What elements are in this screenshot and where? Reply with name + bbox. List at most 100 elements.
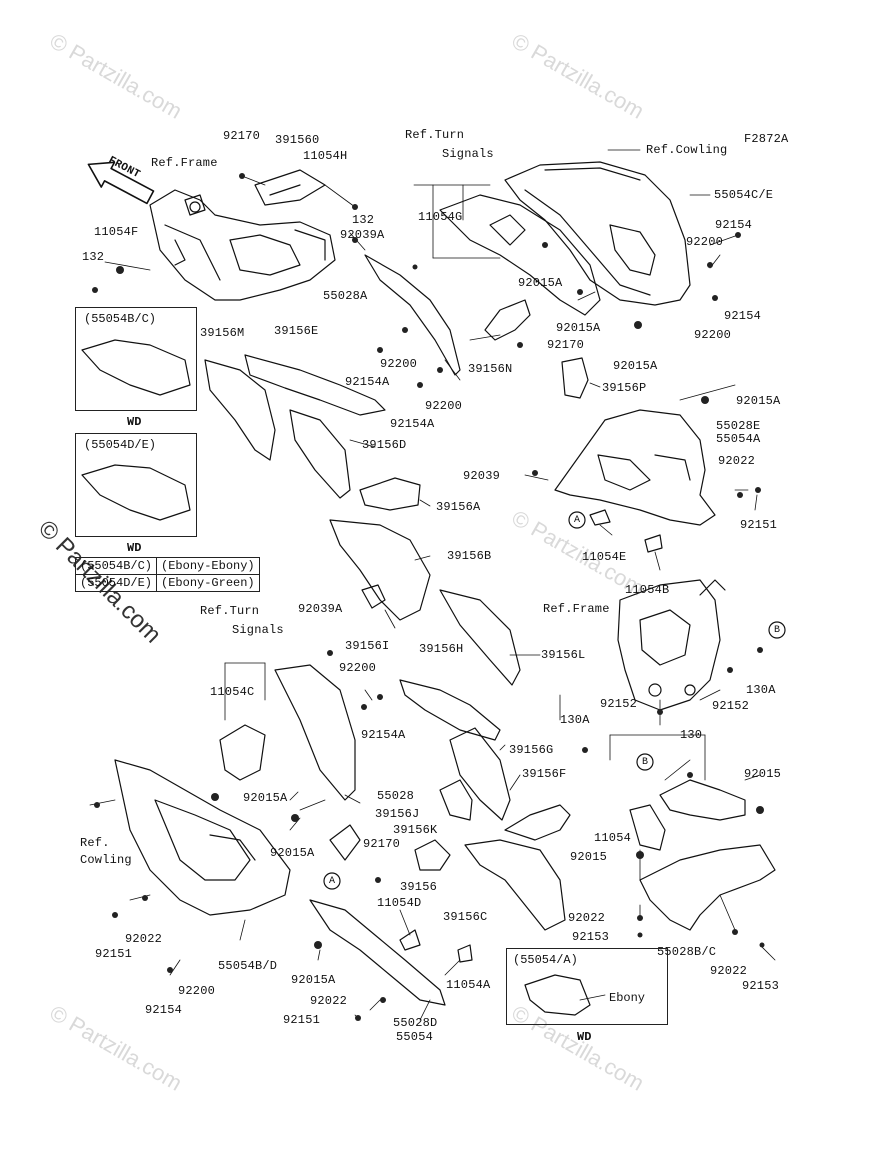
- inset-a-drawing: [524, 974, 591, 1016]
- part-label: 92200: [339, 661, 377, 675]
- part-label: 92151: [283, 1013, 321, 1027]
- pad-39156b: [329, 519, 431, 621]
- part-label: 39156K: [393, 823, 438, 837]
- inset-55054a: (55054/A) Ebony: [506, 948, 668, 1025]
- part-label: 92015A: [736, 394, 781, 408]
- frame-mid-part: [617, 579, 726, 711]
- part-label: 92154: [724, 309, 762, 323]
- ref-turn-signals-label: Ref.Turn: [405, 128, 465, 142]
- callout-b-circle: [768, 621, 786, 639]
- bracket-11054: [629, 779, 746, 851]
- part-label: 39156B: [447, 549, 492, 563]
- inset-title: (55054B/C): [84, 312, 157, 326]
- bracket-391560: [254, 169, 326, 206]
- callout-b: B: [774, 625, 781, 636]
- table-cell: (55054B/C): [74, 557, 158, 575]
- part-label: 92200: [380, 357, 418, 371]
- wd-label: WD: [577, 1030, 592, 1044]
- part-label: 132: [352, 213, 375, 227]
- part-label: 11054G: [418, 210, 463, 224]
- part-label: 55054: [396, 1030, 434, 1044]
- part-label: 391560: [275, 133, 320, 147]
- pad-39156d: [289, 409, 351, 499]
- part-label: 92015: [744, 767, 782, 781]
- ref-cowling-label: Cowling: [80, 853, 132, 867]
- part-label: 92015A: [556, 321, 601, 335]
- part-label: 92022: [568, 911, 606, 925]
- pad-39156k: [329, 824, 361, 861]
- part-label: 92015A: [613, 359, 658, 373]
- part-label: 39156J: [375, 807, 420, 821]
- part-label: 92200: [686, 235, 724, 249]
- main-cowling-55054bd: [114, 759, 291, 916]
- ref-turn-signals-label: Ref.Turn: [200, 604, 260, 618]
- part-label: 55028A: [323, 289, 368, 303]
- table-cell: (55054D/E): [74, 574, 158, 592]
- part-label: 39156L: [541, 648, 586, 662]
- table-row: (55054B/C) (Ebony-Ebony): [74, 557, 260, 575]
- part-label: 92015A: [270, 846, 315, 860]
- part-label: 92170: [363, 837, 401, 851]
- pad-39156l: [439, 589, 521, 686]
- part-label: 11054H: [303, 149, 348, 163]
- part-label: 11054A: [446, 978, 491, 992]
- bracket-39156n: [484, 299, 531, 341]
- callout-a-circle: [568, 511, 586, 529]
- part-label: 92154A: [345, 375, 390, 389]
- pad-39156j: [439, 779, 473, 821]
- lower-fairing-55028bc: [639, 844, 776, 931]
- part-label: 92022: [710, 964, 748, 978]
- part-label: 39156A: [436, 500, 481, 514]
- pad-39156p: [561, 357, 589, 399]
- part-label: 92022: [310, 994, 348, 1008]
- pad-39156m: [204, 359, 276, 461]
- part-label: 92039A: [340, 228, 385, 242]
- part-label: 92039: [463, 469, 501, 483]
- upper-cowling-55054ce: [504, 161, 691, 306]
- part-label: 92170: [223, 129, 261, 143]
- ref-frame-label: Ref.Frame: [543, 602, 610, 616]
- inset-55054bc: (55054B/C): [75, 307, 197, 411]
- part-label: 92154: [145, 1003, 183, 1017]
- pad-39156i: [361, 584, 386, 609]
- part-label: 55028B/C: [657, 945, 717, 959]
- part-label: 130A: [746, 683, 776, 697]
- wd-label: WD: [127, 541, 142, 555]
- table-cell: (Ebony-Green): [156, 574, 260, 592]
- callout-b-circle: [636, 753, 654, 771]
- part-label: 92153: [572, 930, 610, 944]
- bracket-11054b: [644, 534, 663, 553]
- part-label: 39156M: [200, 326, 245, 340]
- inset-note: Ebony: [609, 991, 646, 1005]
- part-label: 55054A: [716, 432, 761, 446]
- part-label: 92154: [715, 218, 753, 232]
- part-label: 55054C/E: [714, 188, 774, 202]
- part-label: 92015A: [243, 791, 288, 805]
- callout-b: B: [642, 757, 649, 768]
- ref-frame-label: Ref.Frame: [151, 156, 218, 170]
- part-label: 92154A: [390, 417, 435, 431]
- part-label: 130: [680, 728, 703, 742]
- bracket-11054d: [399, 929, 421, 951]
- table-row: (55054D/E) (Ebony-Green): [74, 574, 260, 592]
- lower-cowling-55054a: [554, 409, 716, 526]
- part-label: 92153: [742, 979, 780, 993]
- ref-turn-signals-label: Signals: [442, 147, 494, 161]
- frame-top-part: [149, 189, 336, 301]
- part-label: 39156F: [522, 767, 567, 781]
- pad-39156h: [399, 679, 501, 741]
- inner-panel-55028a: [364, 194, 601, 376]
- part-label: 92200: [425, 399, 463, 413]
- part-label: 55028E: [716, 419, 761, 433]
- part-label: 92015A: [291, 973, 336, 987]
- part-label: 92039A: [298, 602, 343, 616]
- pad-39156: [414, 839, 451, 871]
- front-arrow-icon: [87, 161, 155, 205]
- inset-de-drawing: [81, 464, 191, 521]
- color-table: (55054B/C) (Ebony-Ebony) (55054D/E) (Ebo…: [74, 557, 260, 592]
- part-label: 39156H: [419, 642, 464, 656]
- part-label: 39156E: [274, 324, 319, 338]
- part-label: 11054B: [625, 583, 670, 597]
- ref-cowling-label: Ref.: [80, 836, 110, 850]
